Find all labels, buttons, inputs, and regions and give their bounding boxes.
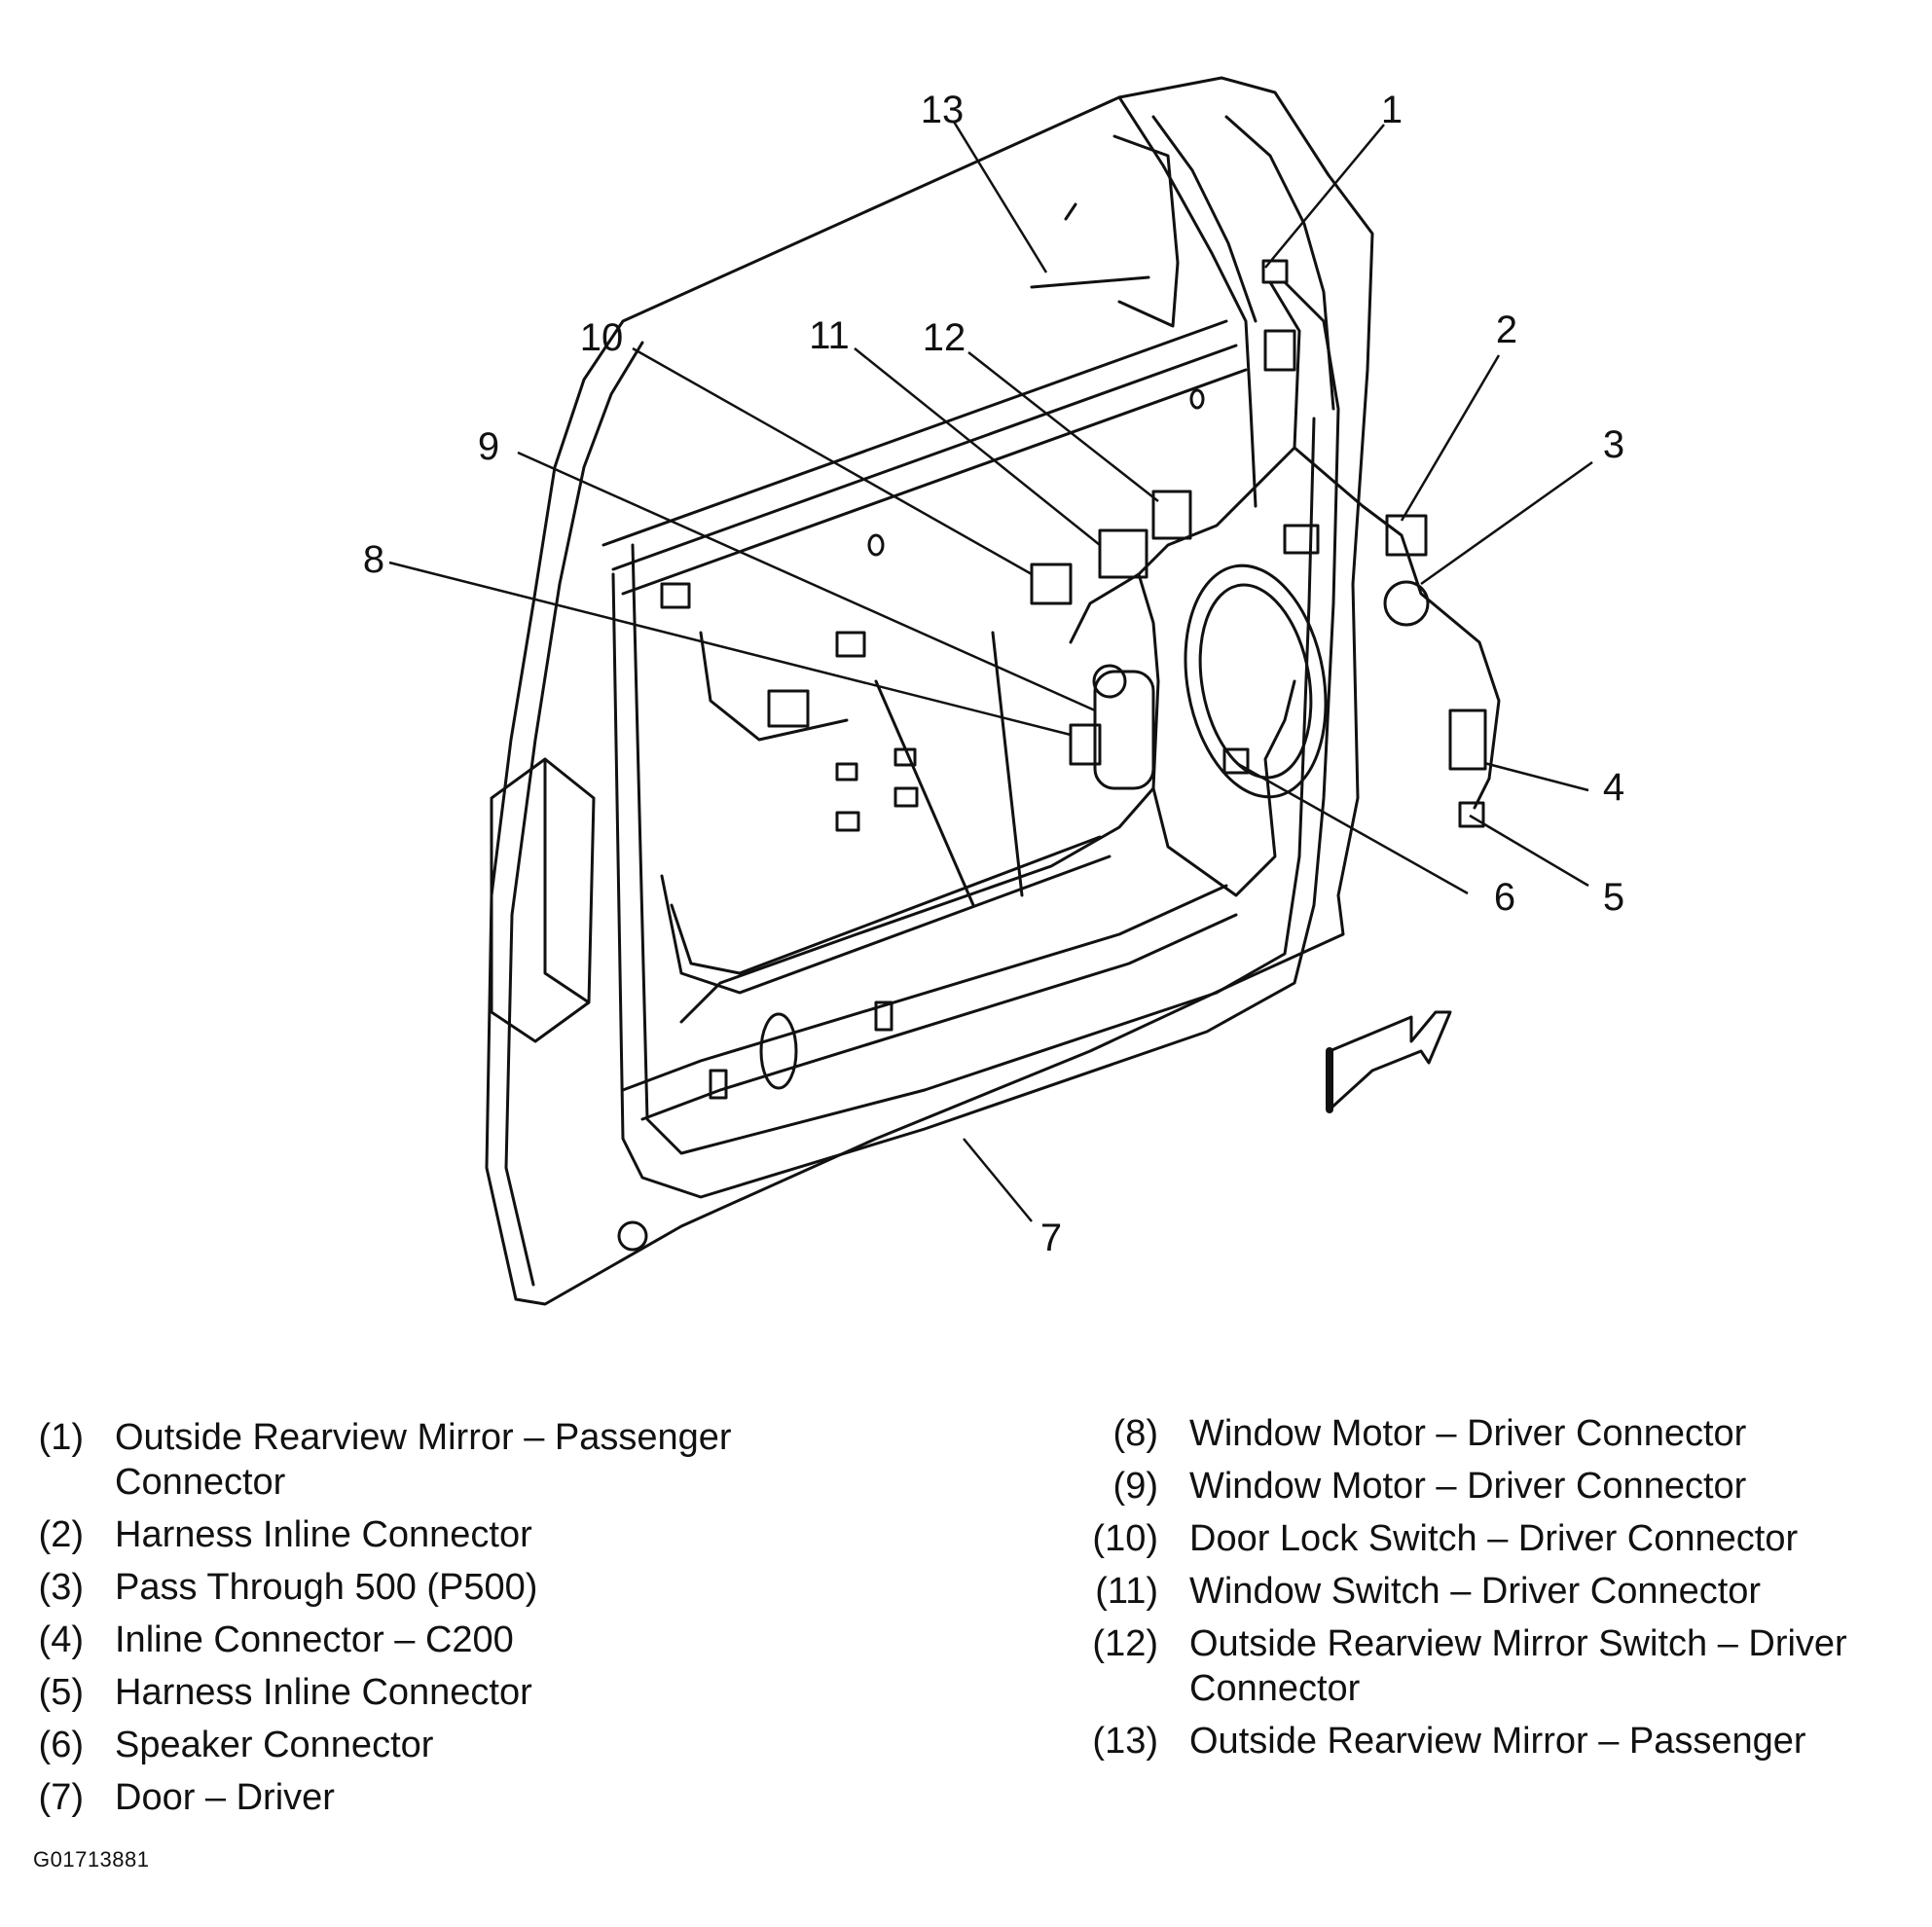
legend-text: Inline Connector – C200 — [115, 1619, 514, 1660]
callout-2: 2 — [1496, 309, 1517, 351]
wiring-harness — [1137, 280, 1301, 897]
legend-number: (1) — [38, 1417, 84, 1458]
mirror — [1112, 134, 1180, 328]
legend-number: (10) — [1092, 1518, 1158, 1559]
callout-8: 8 — [363, 538, 384, 581]
legend-number: (12) — [1092, 1623, 1158, 1664]
legend-item-2: (2) Harness Inline Connector — [33, 1509, 1006, 1561]
window-frame — [1117, 95, 1258, 508]
window-motor — [1093, 670, 1155, 790]
door-wiring-diagram: 1 2 3 4 5 6 7 8 9 10 11 12 13 — [363, 76, 1624, 1306]
callout-6: 6 — [1494, 876, 1515, 919]
callout-4: 4 — [1603, 766, 1624, 809]
callout-5: 5 — [1603, 876, 1624, 919]
connector-2 — [1385, 514, 1428, 557]
door-outer-panel — [485, 76, 1374, 1306]
legend-number: (6) — [38, 1725, 84, 1765]
callout-7: 7 — [1040, 1217, 1062, 1259]
legend-number: (3) — [38, 1567, 84, 1608]
callout-12: 12 — [923, 316, 966, 359]
legend-number: (5) — [38, 1672, 84, 1713]
legend-item-5: (5) Harness Inline Connector — [33, 1666, 1006, 1719]
callout-1: 1 — [1381, 89, 1403, 131]
legend-text: Window Motor – Driver Connector — [1189, 1466, 1747, 1507]
legend-number: (13) — [1092, 1721, 1158, 1762]
legend-number: (2) — [38, 1514, 84, 1555]
forward-arrow — [1328, 1010, 1452, 1111]
pass-through-grommet — [1383, 580, 1430, 627]
legend-number: (8) — [1112, 1413, 1158, 1454]
figure-id: G01713881 — [33, 1847, 150, 1872]
legend-text: Harness Inline Connector — [115, 1672, 532, 1713]
legend-number: (7) — [38, 1777, 84, 1818]
legend-number: (11) — [1095, 1571, 1158, 1612]
legend-text: Speaker Connector — [115, 1725, 434, 1765]
connector-1 — [1261, 259, 1289, 284]
legend-item-3: (3) Pass Through 500 (P500) — [33, 1561, 1006, 1614]
legend-item-9: (9) Window Motor – Driver Connector — [1080, 1460, 1917, 1512]
legend-item-8: (8) Window Motor – Driver Connector — [1080, 1407, 1917, 1460]
legend-item-7: (7) Door – Driver — [33, 1771, 1006, 1824]
connector-10 — [1030, 563, 1073, 605]
inner-panel — [611, 280, 1340, 1199]
legend-item-13: (13) Outside Rearview Mirror – Passenger — [1080, 1715, 1917, 1767]
legend-number: (9) — [1112, 1466, 1158, 1507]
legend-item-10: (10) Door Lock Switch – Driver Connector — [1080, 1512, 1917, 1565]
legend-item-11: (11) Window Switch – Driver Connector — [1080, 1565, 1917, 1618]
legend-left: (1) Outside Rearview Mirror – Passenger … — [33, 1411, 1006, 1824]
legend-item-6: (6) Speaker Connector — [33, 1719, 1006, 1771]
legend-text: Window Switch – Driver Connector — [1189, 1571, 1762, 1612]
legend-text: Outside Rearview Mirror – Passenger — [1189, 1721, 1806, 1762]
legend-number: (4) — [38, 1619, 84, 1660]
callout-13: 13 — [921, 89, 965, 131]
connector-8 — [1069, 723, 1102, 766]
connector-6 — [1222, 747, 1250, 775]
legend-text: Pass Through 500 (P500) — [115, 1567, 538, 1608]
legend-text: Outside Rearview Mirror Switch – Driver … — [1189, 1623, 1847, 1709]
callout-10: 10 — [580, 316, 624, 359]
legend-text: Window Motor – Driver Connector — [1189, 1413, 1747, 1454]
callout-3: 3 — [1603, 423, 1624, 466]
hinge-bracket — [490, 757, 596, 1043]
connector-12 — [1151, 490, 1192, 540]
legend-item-12: (12) Outside Rearview Mirror Switch – Dr… — [1080, 1618, 1917, 1715]
legend-text: Outside Rearview Mirror – Passenger Conn… — [115, 1417, 732, 1503]
callout-labels: 1 2 3 4 5 6 7 8 9 10 11 12 13 — [363, 89, 1624, 1259]
connector-11 — [1098, 528, 1148, 579]
speaker-opening — [1184, 564, 1328, 799]
connector-4 — [1448, 709, 1487, 771]
callout-11: 11 — [809, 314, 850, 357]
legend-item-1: (1) Outside Rearview Mirror – Passenger … — [33, 1411, 1006, 1509]
legend-text: Door Lock Switch – Driver Connector — [1189, 1518, 1799, 1559]
callout-9: 9 — [478, 425, 499, 468]
legend-right: (8) Window Motor – Driver Connector (9) … — [1080, 1407, 1917, 1767]
connector-5 — [1458, 801, 1485, 828]
legend-text: Harness Inline Connector — [115, 1514, 532, 1555]
legend-item-4: (4) Inline Connector – C200 — [33, 1614, 1006, 1666]
legend-text: Door – Driver — [115, 1777, 335, 1818]
